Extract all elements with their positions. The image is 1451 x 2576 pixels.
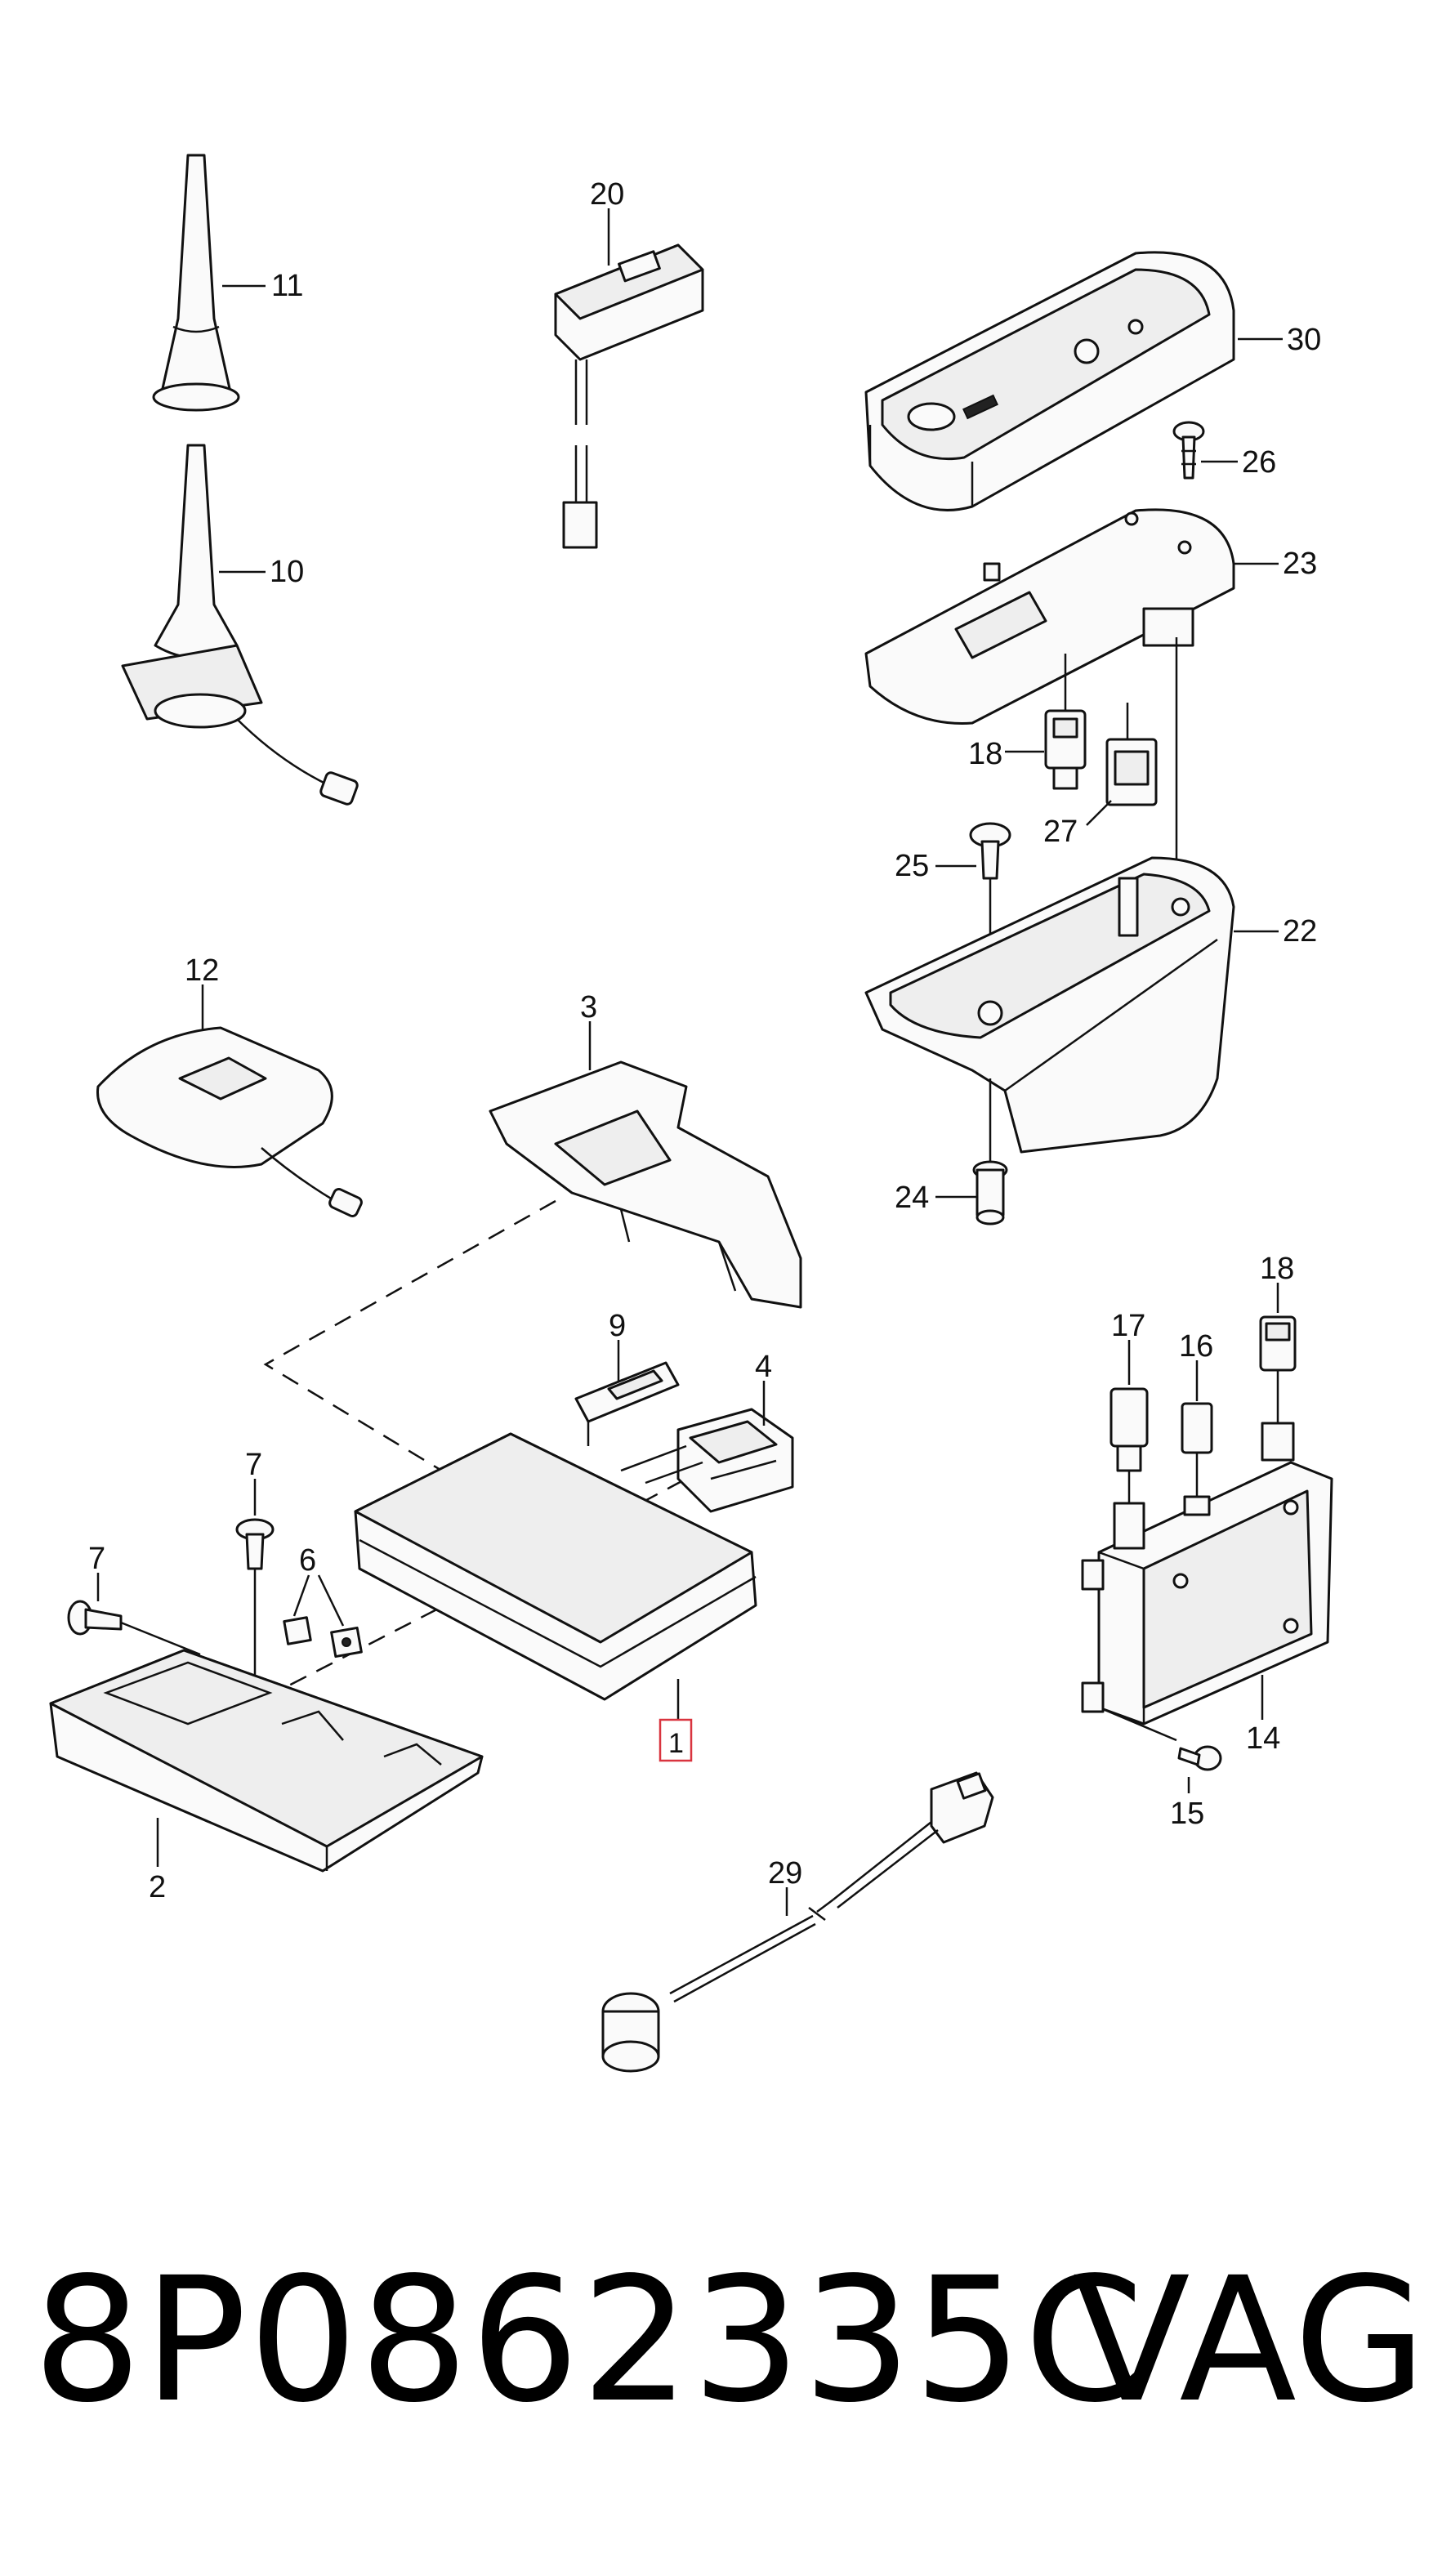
- part-22-console-housing: [864, 856, 1235, 1154]
- callout-15: 15: [1170, 1797, 1204, 1831]
- part-23-base-plate: [864, 508, 1235, 725]
- exploded-parts-diagram: 11 10 20 30 26 23 18 27 25 22 24 12 3 9 …: [49, 154, 1333, 2073]
- part-20-switch: [554, 243, 704, 549]
- callout-30: 30: [1287, 323, 1321, 357]
- callout-1: 1: [668, 1728, 684, 1759]
- callout-16: 16: [1179, 1329, 1213, 1364]
- part-7-screw-horizontal: [67, 1600, 201, 1656]
- callout-14: 14: [1246, 1721, 1280, 1756]
- part-6-clips: [283, 1616, 363, 1659]
- callout-23: 23: [1283, 547, 1317, 581]
- callout-24: 24: [895, 1181, 929, 1215]
- part-18-connector-upper: [1044, 654, 1087, 790]
- callout-10: 10: [270, 555, 304, 589]
- callout-27: 27: [1043, 815, 1078, 849]
- part-10-antenna-with-base: [121, 444, 359, 806]
- part-16-connector: [1181, 1402, 1213, 1516]
- part-1-highlight-box: [659, 1718, 693, 1762]
- part-7-screw-vertical: [235, 1518, 275, 1695]
- callout-22: 22: [1283, 914, 1317, 949]
- part-30-phone-cradle: [864, 251, 1235, 511]
- part-4-connector: [676, 1408, 794, 1513]
- callout-18-lower: 18: [1260, 1252, 1294, 1286]
- brand-name: VAG: [1073, 2240, 1426, 2440]
- callout-4: 4: [755, 1350, 772, 1384]
- callout-20: 20: [590, 177, 624, 212]
- part-18-connector-lower: [1259, 1315, 1297, 1462]
- part-15-screw: [1177, 1745, 1222, 1771]
- part-12-flat-antenna: [96, 1026, 363, 1218]
- callout-9: 9: [609, 1309, 626, 1343]
- part-1-control-unit: [354, 1432, 757, 1701]
- part-24-sleeve: [972, 1078, 1008, 1225]
- callout-29: 29: [768, 1856, 802, 1891]
- callout-3: 3: [580, 990, 597, 1025]
- part-14-telephone-module: [1081, 1461, 1333, 1742]
- callout-2: 2: [149, 1870, 166, 1904]
- callout-6: 6: [299, 1543, 316, 1578]
- part-17-connector: [1109, 1387, 1149, 1550]
- footer: 8P0862335C VAG: [0, 2255, 1451, 2451]
- part-26-screw: [1172, 421, 1205, 480]
- part-11-antenna-rod: [152, 154, 240, 412]
- part-9-module: [574, 1361, 680, 1446]
- callout-7-vertical: 7: [245, 1448, 262, 1482]
- part-29-antenna-cable: [601, 1771, 994, 2073]
- part-3-bracket: [489, 1060, 802, 1309]
- callout-12: 12: [185, 953, 219, 988]
- part-number: 8P0862335C: [33, 2240, 1146, 2440]
- part-2-mounting-tray: [49, 1649, 484, 1873]
- callout-26: 26: [1242, 445, 1276, 480]
- callout-7-horizontal: 7: [88, 1542, 105, 1576]
- callout-18-upper: 18: [968, 737, 1002, 771]
- callout-25: 25: [895, 849, 929, 883]
- callout-11: 11: [271, 269, 303, 303]
- callout-17: 17: [1111, 1309, 1145, 1343]
